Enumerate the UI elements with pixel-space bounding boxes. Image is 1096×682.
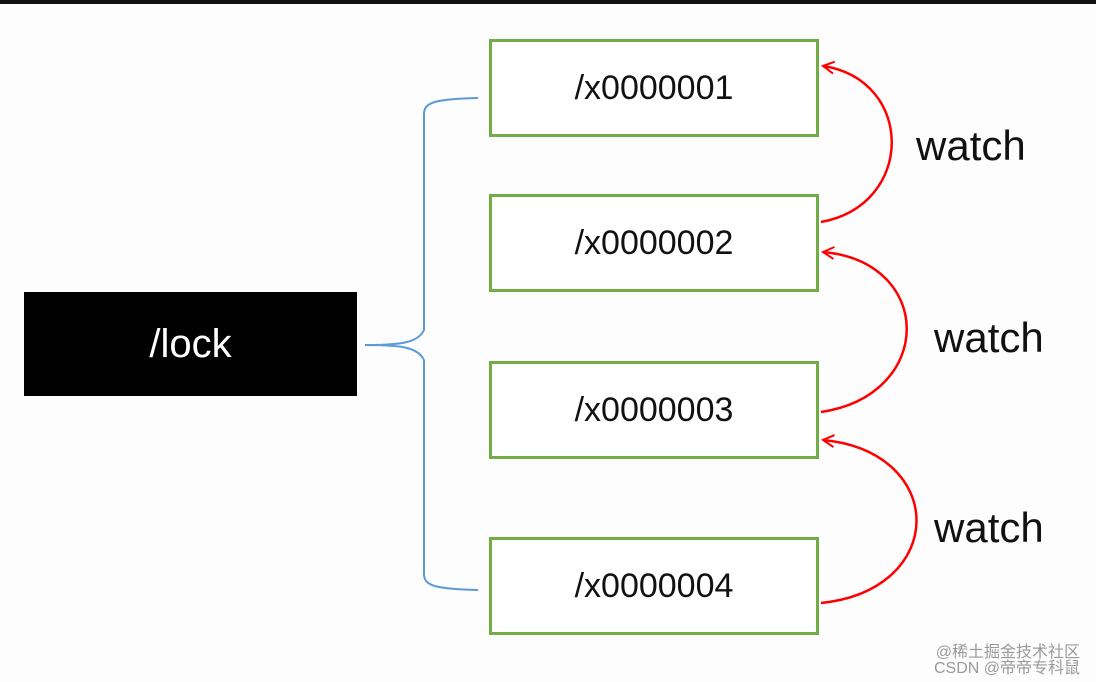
child-node-label: /x0000003 — [574, 390, 734, 429]
root-node-lock: /lock — [24, 292, 357, 396]
watch-label-2: watch — [933, 314, 1044, 361]
watch-arrow-2-to-1 — [820, 66, 893, 224]
child-node-4: /x0000004 — [489, 537, 819, 635]
watch-label-1: watch — [915, 122, 1026, 169]
watermark-line-2: CSDN @帝帝专科鼠 — [933, 660, 1080, 677]
hierarchy-brace — [364, 97, 479, 591]
watermark-line-1: @稀土掘金技术社区 — [935, 644, 1080, 661]
watch-arrow-3-to-2 — [820, 252, 908, 414]
child-node-label: /x0000002 — [574, 223, 734, 262]
child-node-1: /x0000001 — [489, 39, 819, 137]
child-node-label: /x0000001 — [574, 68, 734, 107]
watch-arrow-4-to-3 — [820, 440, 918, 605]
top-edge-bar — [0, 0, 1096, 4]
watch-label-3: watch — [933, 504, 1044, 551]
child-node-2: /x0000002 — [489, 194, 819, 292]
child-node-label: /x0000004 — [574, 566, 734, 605]
child-node-3: /x0000003 — [489, 361, 819, 459]
root-node-label: /lock — [149, 321, 232, 366]
